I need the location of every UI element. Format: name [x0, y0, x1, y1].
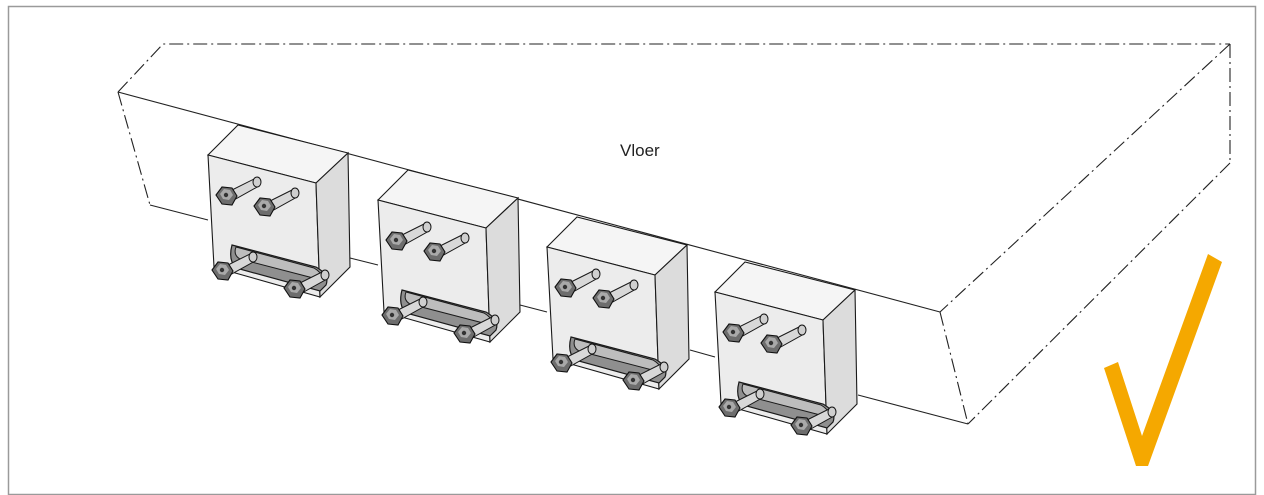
- bolt-end: [558, 359, 564, 365]
- bolt-end: [431, 248, 437, 254]
- bolt-washer: [490, 314, 500, 326]
- bolt-end: [389, 312, 395, 318]
- bolt-washer: [460, 232, 470, 244]
- bolt-end: [261, 203, 267, 209]
- bolt-washer: [629, 279, 639, 291]
- bolt-end: [730, 329, 736, 335]
- bolt-end: [600, 295, 606, 301]
- bolt-end: [223, 192, 229, 198]
- anchor-box-side: [822, 288, 858, 436]
- bolt-washer: [252, 176, 262, 188]
- bolt-washer: [755, 388, 765, 400]
- floor-slab: [117, 43, 1231, 425]
- bolt-end: [630, 377, 636, 383]
- bolt-end: [562, 284, 568, 290]
- anchor-connector: [376, 169, 521, 344]
- bolt-washer: [659, 361, 669, 373]
- anchor-connector: [206, 124, 351, 299]
- bolt-washer: [290, 187, 300, 199]
- bolt-end: [461, 330, 467, 336]
- anchor-connector: [713, 261, 858, 436]
- bolt-end: [291, 285, 297, 291]
- anchor-box-side: [315, 151, 351, 299]
- anchor-box-side: [654, 243, 690, 391]
- bolt-washer: [418, 296, 428, 308]
- bolt-washer: [827, 406, 837, 418]
- anchor-box-side: [485, 196, 521, 344]
- bolt-washer: [422, 221, 432, 233]
- floor-label: Vloer: [620, 141, 660, 160]
- bolt-end: [768, 340, 774, 346]
- bolt-washer: [591, 268, 601, 280]
- bolt-end: [798, 422, 804, 428]
- checkmark-icon: [1104, 254, 1222, 466]
- bolt-washer: [248, 251, 258, 263]
- bolt-washer: [587, 343, 597, 355]
- bolt-end: [219, 267, 225, 273]
- bolt-washer: [759, 313, 769, 325]
- anchor-connector: [545, 216, 690, 391]
- bolt-washer: [320, 269, 330, 281]
- bolt-washer: [797, 324, 807, 336]
- bolt-end: [726, 404, 732, 410]
- connector-group: [206, 124, 858, 436]
- bolt-end: [393, 237, 399, 243]
